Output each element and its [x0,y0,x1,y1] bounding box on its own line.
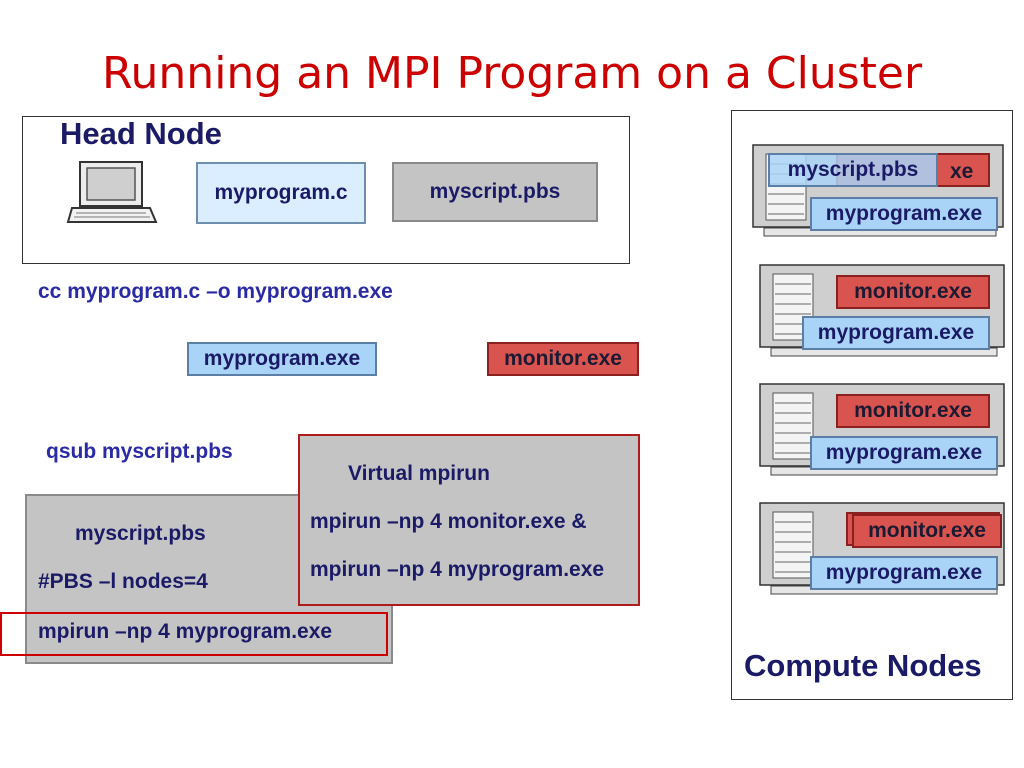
program-exe-chip: myprogram.exe [187,342,377,376]
laptop-icon [66,161,158,223]
mpirun-highlight [0,612,388,656]
virtual-program-line: mpirun –np 4 myprogram.exe [310,558,605,581]
monitor-exe-chip: monitor.exe [487,342,639,376]
script-file-box: myscript.pbs [392,162,598,222]
node4-program-chip: myprogram.exe [810,556,998,590]
pbs-script-title: myscript.pbs [75,522,206,545]
node2-program-chip: myprogram.exe [802,316,990,350]
virtual-mpirun-title: Virtual mpirun [348,462,490,485]
pbs-mpirun-line: mpirun –np 4 myprogram.exe [38,620,333,643]
node3-monitor-chip: monitor.exe [836,394,990,428]
pbs-nodes-line: #PBS –l nodes=4 [38,570,208,593]
qsub-command: qsub myscript.pbs [46,440,233,463]
compile-command: cc myprogram.c –o myprogram.exe [38,280,393,303]
virtual-mpirun-box [298,434,640,606]
node2-monitor-chip: monitor.exe [836,275,990,309]
node1-program-chip: myprogram.exe [810,197,998,231]
head-node-label: Head Node [60,116,222,151]
compute-nodes-label: Compute Nodes [744,648,982,683]
node1-script-chip: myscript.pbs [768,153,938,187]
node4-monitor-chip: monitor.exe [852,514,1002,548]
compute-nodes-frame [731,110,1013,700]
node3-program-chip: myprogram.exe [810,436,998,470]
virtual-monitor-line: mpirun –np 4 monitor.exe & [310,510,587,533]
source-file-box: myprogram.c [196,162,366,224]
slide-title: Running an MPI Program on a Cluster [101,48,923,99]
node1-hidden-suffix: xe [950,160,974,183]
